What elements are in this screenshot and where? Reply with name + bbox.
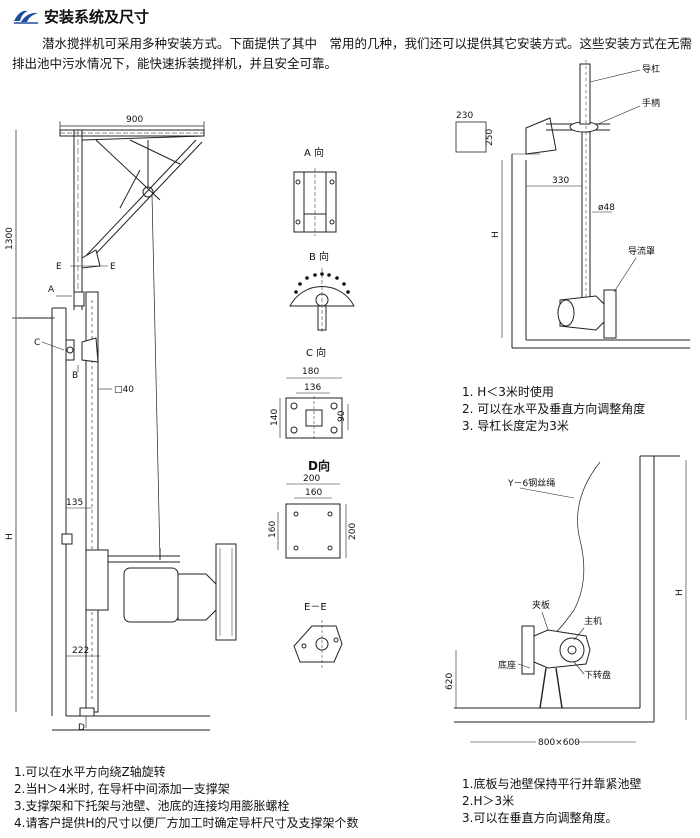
label-lower-turntable: 下转盘 [584,669,611,681]
label-D: D [78,723,85,733]
view-a-title: A 向 [304,146,324,159]
dim-d-200-top: 200 [303,474,320,484]
note-item: 3.支撑架和下托架与池壁、池底的连接均用膨胀螺栓 [14,799,290,813]
dim-d-160-side: 160 [268,521,278,538]
right-top-view: 230 250 H 导杠 手柄 330 ø48 导流罩 [455,60,690,349]
view-a: A 向 [293,146,337,236]
label-B: B [72,371,78,381]
company-logo-icon [14,10,38,24]
note-item: 2.当H＞4米时, 在导杆中间添加一支撑架 [14,782,230,796]
dim-H-right-top: H [491,231,501,238]
right-bottom-view: H Y－6钢丝绳 夹板 主机 底座 下转盘 620 800×600 [445,455,687,748]
label-base: 底座 [498,659,516,671]
view-b-title: B 向 [309,250,329,263]
view-e-title: E－E [304,602,327,613]
note-item: 3. 导杠长度定为3米 [462,419,569,433]
dim-135: 135 [66,498,83,508]
dim-1300: 1300 [5,227,15,250]
note-item: 2.H＞3米 [462,794,515,808]
right-bottom-notes: 1.底板与池壁保持平行并靠紧池壁 2.H＞3米 3.可以在垂直方向调整角度。 [462,776,641,827]
note-item: 2. 可以在水平及垂直方向调整角度 [462,402,646,416]
left-notes: 1.可以在水平方向绕Z轴旋转 2.当H＞4米时, 在导杆中间添加一支撑架 3.支… [14,764,358,832]
view-e: E－E [293,602,343,668]
dim-phi48: ø48 [598,203,615,213]
dim-c-140: 140 [270,409,280,426]
view-b: B 向 [289,250,355,334]
note-item: 1. H＜3米时使用 [462,385,554,399]
label-E-right: E [110,262,116,272]
view-c: C 向 180 136 140 90 [270,346,349,440]
note-item: 4.请客户提供H的尺寸以便厂方加工时确定导杆尺寸及支撑架个数 [14,816,359,830]
dim-c-90: 90 [337,410,347,422]
view-d: D向 200 160 160 200 [268,458,358,559]
dim-230: 230 [456,111,473,121]
label-E-left: E [56,262,62,272]
right-top-notes: 1. H＜3米时使用 2. 可以在水平及垂直方向调整角度 3. 导杠长度定为3米 [462,384,645,435]
label-clamp: 夹板 [532,599,550,611]
intro-paragraph: 潜水搅拌机可采用多种安装方式。下面提供了其中 常用的几种，我们还可以提供其它安装… [12,36,693,71]
note-item: 1.可以在水平方向绕Z轴旋转 [14,765,166,779]
dim-c-136: 136 [304,383,321,393]
dim-H-left: H [5,533,15,540]
label-handle: 手柄 [642,97,660,109]
dim-800x600: 800×600 [538,738,580,748]
left-installation-view: 900 1300 H E E A [5,115,237,733]
dim-900: 900 [126,115,143,125]
note-item: 1.底板与池壁保持平行并靠紧池壁 [462,777,642,791]
section-header: 安装系统及尺寸 [12,4,149,28]
note-item: 3.可以在垂直方向调整角度。 [462,811,618,825]
dim-c-180: 180 [302,367,319,377]
dim-330: 330 [552,176,569,186]
label-C: C [34,338,40,348]
dim-222: 222 [72,646,89,656]
dim-620: 620 [445,673,455,690]
label-guide-rod: 导杠 [642,63,660,75]
view-c-title: C 向 [306,346,326,359]
label-main-unit: 主机 [584,615,602,627]
label-A: A [48,285,55,295]
dim-d-200-side: 200 [348,523,358,540]
view-d-title: D向 [308,458,330,473]
dim-40: □40 [114,385,134,395]
section-title: 安装系统及尺寸 [44,7,150,26]
label-wire-rope: Y－6钢丝绳 [507,477,555,489]
dim-H-right-bottom: H [675,589,685,596]
label-shroud: 导流罩 [628,245,655,257]
dim-d-160-top: 160 [305,488,322,498]
dim-250: 250 [485,129,495,146]
